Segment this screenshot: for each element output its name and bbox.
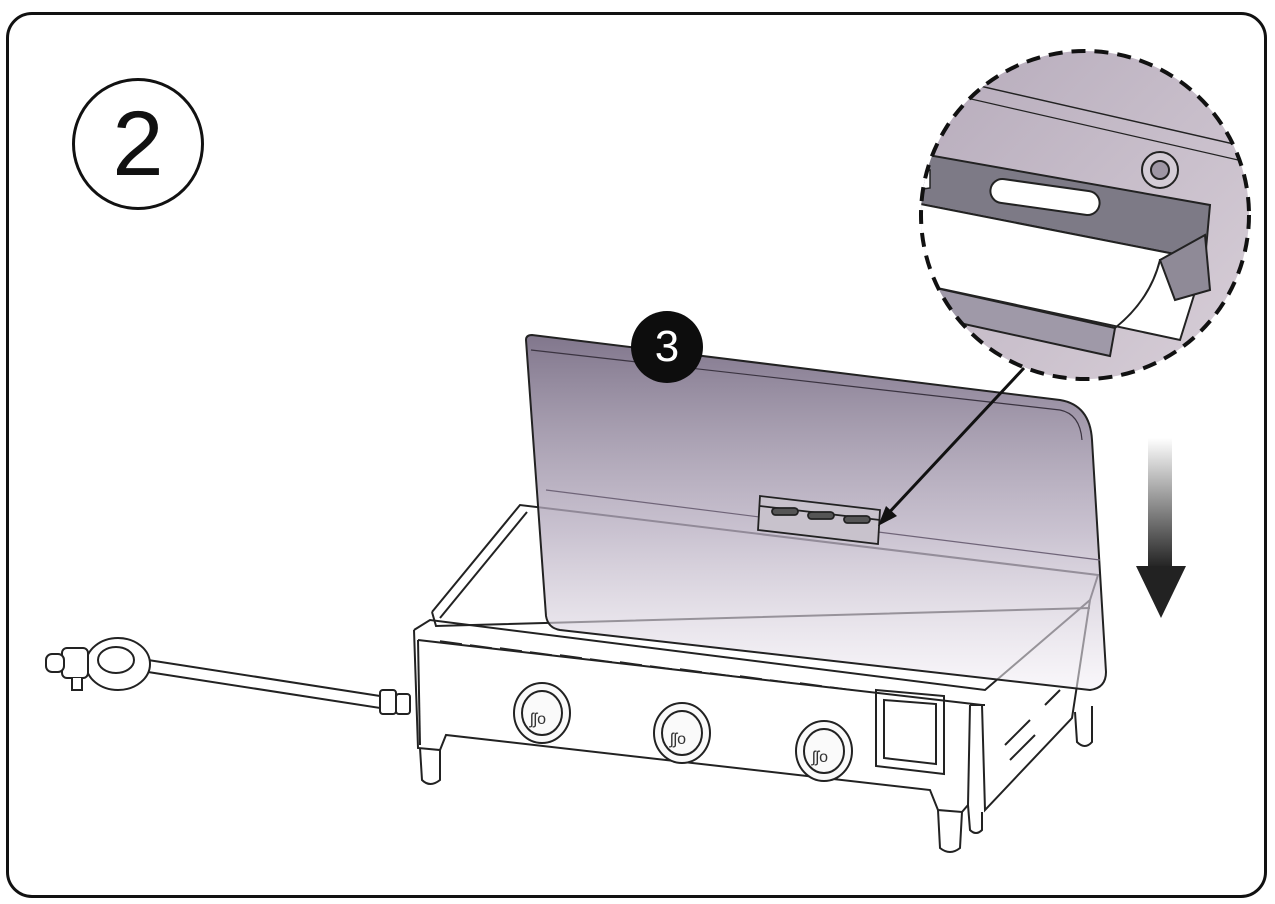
svg-text:ʃʃo: ʃʃo bbox=[669, 731, 686, 748]
lid-hinge-bracket bbox=[757, 494, 881, 546]
down-arrow-icon bbox=[1136, 438, 1186, 618]
gas-hose-regulator bbox=[45, 637, 411, 715]
control-knob-icon: ʃʃo bbox=[513, 682, 571, 744]
step-number: 2 bbox=[72, 78, 204, 210]
control-knob-icon: ʃʃo bbox=[653, 702, 711, 764]
control-knob-icon: ʃʃo bbox=[795, 720, 853, 782]
svg-text:ʃʃo: ʃʃo bbox=[811, 749, 828, 766]
part-callout-badge: 3 bbox=[631, 311, 703, 383]
svg-text:ʃʃo: ʃʃo bbox=[529, 711, 546, 728]
detail-magnifier bbox=[919, 49, 1251, 381]
griddle-lid bbox=[524, 333, 1108, 692]
detail-leader bbox=[878, 366, 1026, 526]
grease-holes bbox=[439, 640, 853, 691]
